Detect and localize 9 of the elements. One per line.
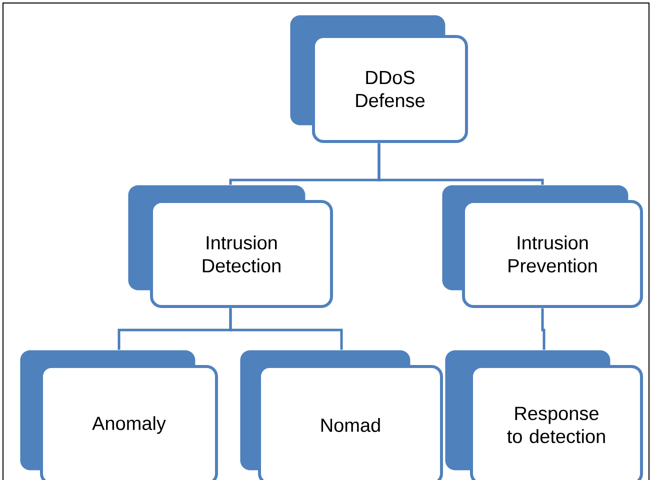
connector <box>541 308 546 350</box>
box: Nomad <box>240 350 443 480</box>
box: DDoS Defense <box>290 15 468 143</box>
box: Intrusion Detection <box>128 185 333 308</box>
box: Intrusion Prevention <box>442 185 643 308</box>
box: Anomaly <box>20 350 218 480</box>
box: Response to detection <box>445 350 643 480</box>
connector <box>229 308 343 350</box>
connector <box>378 143 544 185</box>
